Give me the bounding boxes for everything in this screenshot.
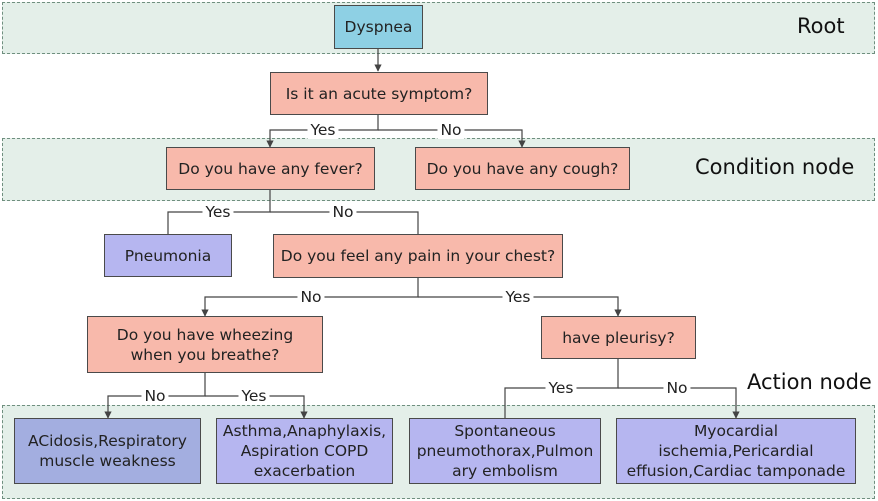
node-fever-label: Do you have any fever? — [178, 159, 363, 178]
node-asthma: Asthma,Anaphylaxis, Aspiration COPD exac… — [216, 418, 393, 484]
node-spontaneous: Spontaneous pneumothorax,Pulmon ary embo… — [409, 418, 601, 484]
node-acute-symptom-label: Is it an acute symptom? — [285, 84, 473, 103]
node-wheezing-label: Do you have wheezing when you breathe? — [116, 325, 294, 364]
node-wheezing: Do you have wheezing when you breathe? — [87, 316, 323, 373]
node-acute-symptom: Is it an acute symptom? — [270, 72, 488, 115]
edge-chest-pleurisy — [418, 296, 622, 317]
edge-label-chest-yes: Yes — [502, 288, 534, 306]
edge-label-wheezing-yes: Yes — [238, 387, 270, 405]
edge-label-chest-no: No — [297, 288, 325, 306]
edge-label-wheezing-no: No — [141, 387, 169, 405]
edge-label-acute-yes: Yes — [307, 121, 339, 139]
action-band-label: Action node — [747, 370, 872, 394]
edge-pleurisy-myocardial — [618, 387, 740, 419]
edge-label-fever-yes: Yes — [202, 203, 234, 221]
node-myocardial: Myocardial ischemia,Pericardial effusion… — [616, 418, 856, 484]
node-cough: Do you have any cough? — [415, 147, 630, 190]
node-chest-pain-label: Do you feel any pain in your chest? — [280, 247, 556, 265]
edge-label-fever-no: No — [329, 203, 357, 221]
node-acidosis-label: ACidosis,Respiratory muscle weakness — [28, 432, 187, 470]
condition-band-label: Condition node — [695, 155, 855, 179]
node-myocardial-label: Myocardial ischemia,Pericardial effusion… — [626, 422, 846, 480]
node-dyspnea-label: Dyspnea — [344, 18, 413, 36]
node-fever: Do you have any fever? — [166, 147, 375, 190]
edge-label-acute-no: No — [437, 121, 465, 139]
edge-label-pleurisy-no: No — [663, 379, 691, 397]
edge-fever-chestpain — [270, 211, 419, 234]
node-asthma-label: Asthma,Anaphylaxis, Aspiration COPD exac… — [222, 422, 387, 480]
edge-wheezing-asthma — [205, 395, 308, 419]
node-cough-label: Do you have any cough? — [426, 159, 619, 178]
edge-acute-cough — [378, 129, 526, 148]
edge-label-pleurisy-yes: Yes — [545, 379, 577, 397]
node-spontaneous-label: Spontaneous pneumothorax,Pulmon ary embo… — [416, 422, 594, 480]
root-band-label: Root — [797, 14, 845, 38]
node-pneumonia: Pneumonia — [104, 234, 232, 277]
node-chest-pain: Do you feel any pain in your chest? — [273, 234, 563, 278]
node-acidosis: ACidosis,Respiratory muscle weakness — [14, 418, 201, 484]
node-pneumonia-label: Pneumonia — [124, 246, 212, 265]
node-dyspnea: Dyspnea — [334, 5, 423, 49]
root-band — [2, 2, 875, 54]
node-pleurisy-label: have pleurisy? — [562, 328, 675, 347]
node-pleurisy: have pleurisy? — [541, 316, 696, 359]
